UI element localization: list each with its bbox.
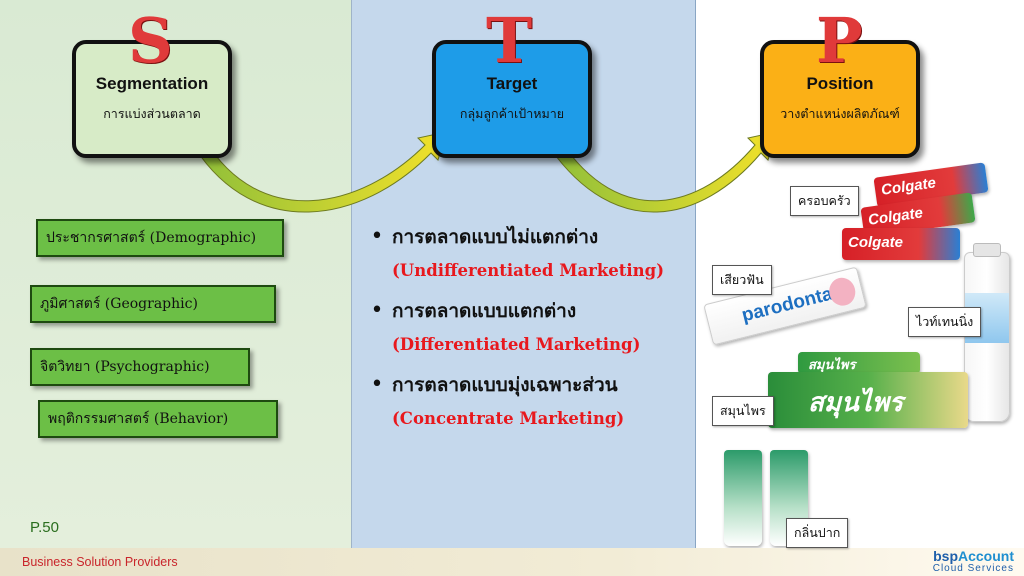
page-number: P.50 <box>30 519 59 536</box>
segment-geographic: ภูมิศาสตร์ (Geographic) <box>30 285 276 323</box>
list-item: • การตลาดแบบไม่แตกต่าง <box>362 222 692 252</box>
target-strategies-list: • การตลาดแบบไม่แตกต่าง (Undifferentiated… <box>362 222 692 444</box>
label-herbal: สมุนไพร <box>712 396 774 426</box>
bullet-icon: • <box>370 224 384 249</box>
strategy-thai: การตลาดแบบมุ่งเฉพาะส่วน <box>392 374 618 396</box>
list-item: • การตลาดแบบมุ่งเฉพาะส่วน <box>362 370 692 400</box>
segment-behavior: พฤติกรรมศาสตร์ (Behavior) <box>38 400 278 438</box>
label-whitening: ไวท์เทนนิ่ง <box>908 307 982 337</box>
list-item: • การตลาดแบบแตกต่าง <box>362 296 692 326</box>
footer-company: Business Solution Providers <box>22 555 178 569</box>
bullet-icon: • <box>370 372 384 397</box>
segmentation-box: Segmentation การแบ่งส่วนตลาด <box>72 40 232 158</box>
breath-tube-image <box>724 450 762 546</box>
label-sensitive: เสียวฟัน <box>712 265 772 295</box>
footer-bar: Business Solution Providers <box>0 548 1024 576</box>
colgate-box-image: Colgate <box>842 228 960 260</box>
letter-s: S <box>128 4 173 77</box>
bsp-logo: bspAccount Cloud Services <box>932 548 1014 574</box>
segment-psychographic: จิตวิทยา (Psychographic) <box>30 348 250 386</box>
letter-t: T <box>486 4 533 77</box>
segment-demographic: ประชากรศาสตร์ (Demographic) <box>36 219 284 257</box>
strategy-thai: การตลาดแบบแตกต่าง <box>392 300 577 322</box>
label-breath: กลิ่นปาก <box>786 518 849 548</box>
strategy-english: (Concentrate Marketing) <box>392 409 625 428</box>
herbal-tube-image: สมุนไพร <box>798 352 920 374</box>
position-subtitle: วางตำแหน่งผลิตภัณฑ์ <box>780 106 900 121</box>
herbal-box-image: สมุนไพร <box>768 372 968 428</box>
letter-p: P <box>816 4 863 77</box>
target-title: Target <box>486 74 538 93</box>
bullet-icon: • <box>370 298 384 323</box>
strategy-english: (Differentiated Marketing) <box>392 335 641 354</box>
segmentation-title: Segmentation <box>95 74 209 93</box>
whitening-tube-image <box>964 243 1010 422</box>
strategy-thai: การตลาดแบบไม่แตกต่าง <box>392 226 599 248</box>
position-box: Position วางตำแหน่งผลิตภัณฑ์ <box>760 40 920 158</box>
label-family: ครอบครัว <box>790 186 859 216</box>
target-subtitle: กลุ่มลูกค้าเป้าหมาย <box>459 106 565 121</box>
strategy-english: (Undifferentiated Marketing) <box>392 261 665 280</box>
segmentation-subtitle: การแบ่งส่วนตลาด <box>103 106 201 121</box>
position-title: Position <box>806 74 874 93</box>
